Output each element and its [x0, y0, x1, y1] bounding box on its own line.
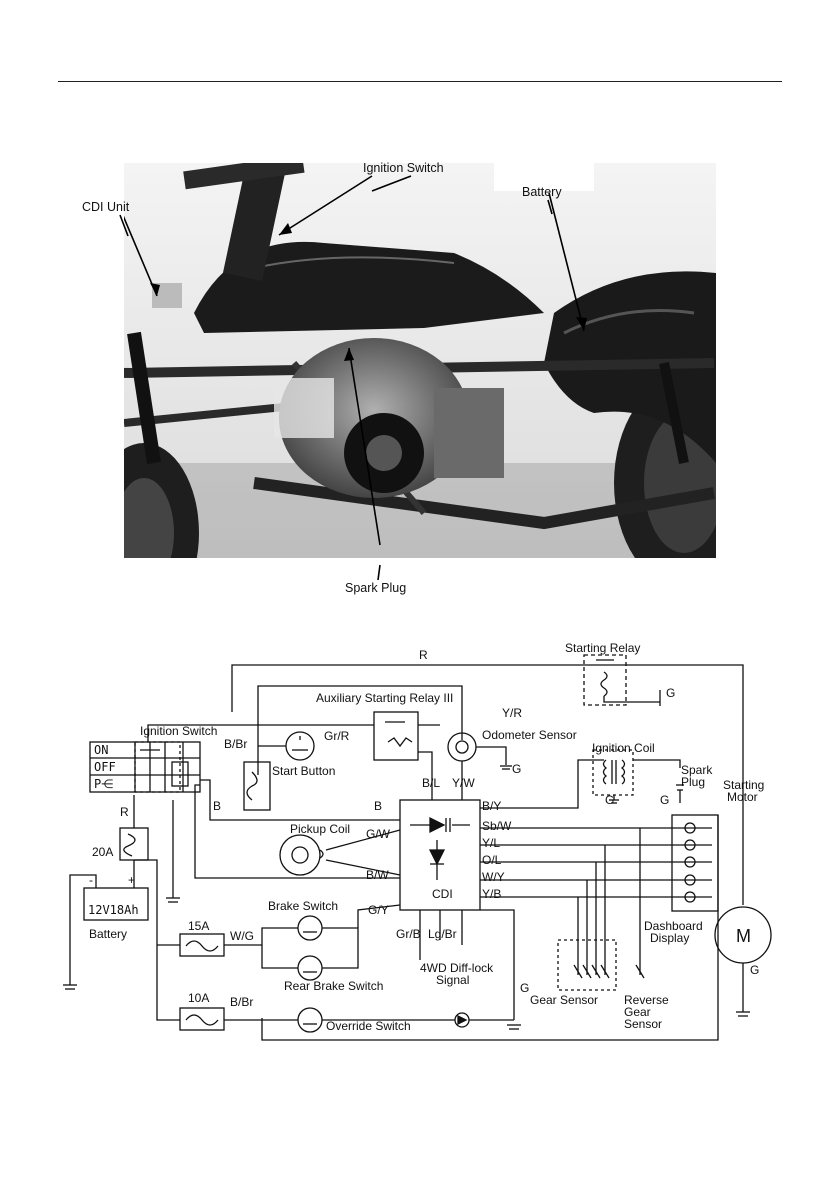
ground-coil: G: [605, 793, 614, 807]
brake-switch-label: Brake Switch: [268, 899, 338, 913]
override-switch-label: Override Switch: [326, 1019, 411, 1033]
ignition-switch-label: Ignition Switch: [140, 724, 217, 738]
wire-sb-w: Sb/W: [482, 819, 512, 833]
ground-odo: G: [512, 762, 521, 776]
spark-plug-label: Spark Plug: [345, 581, 406, 595]
starting-relay-label: Starting Relay: [565, 641, 640, 655]
wire-y-w: Y/W: [452, 776, 475, 790]
reverse-label-3: Sensor: [624, 1017, 662, 1031]
wire-gr-r: Gr/R: [324, 729, 350, 743]
battery-label: Battery: [522, 185, 562, 199]
wire-g-w: G/W: [366, 827, 391, 841]
battery-label: Battery: [89, 927, 127, 941]
dashboard-label-1: Dashboard: [644, 919, 703, 933]
fuse-20a-label: 20A: [92, 845, 113, 859]
wire-r-top: R: [419, 648, 428, 662]
battery-pos-terminal: +: [128, 873, 135, 887]
wire-b-br-2: B/Br: [230, 995, 253, 1009]
wire-b-y: B/Y: [482, 799, 501, 813]
spark-label-1: Spark: [681, 763, 713, 777]
wire-b-w: B/W: [366, 868, 389, 882]
rear-brake-switch-label: Rear Brake Switch: [284, 979, 383, 993]
starting-motor-label-1: Starting: [723, 778, 764, 792]
wire-gr-b: Gr/B: [396, 927, 421, 941]
cdi-callout-line: [124, 215, 158, 297]
starting-motor-label-2: Motor: [727, 790, 758, 804]
switch-pos-on: ON: [94, 743, 108, 757]
fuse-15a-label: 15A: [188, 919, 209, 933]
odometer-label: Odometer Sensor: [482, 728, 577, 742]
ignition-coil: [592, 749, 634, 796]
wiring-diagram: Starting Relay R G Auxiliary Starting Re…: [63, 641, 772, 1041]
wire-y-l: Y/L: [482, 836, 500, 850]
rear-brake-switch: [297, 955, 323, 981]
wire-g-y: G/Y: [368, 903, 389, 917]
wire-y-r: Y/R: [502, 706, 522, 720]
switch-pos-p: P⋲: [94, 777, 113, 791]
ground-plug: G: [660, 793, 669, 807]
wire-b-br-1: B/Br: [224, 737, 247, 751]
gear-sensor-label: Gear Sensor: [530, 993, 598, 1007]
photo-label-layer: CDI Unit Ignition Switch Battery Spark P…: [82, 161, 562, 595]
wire-lg-br: Lg/Br: [428, 927, 457, 941]
reverse-label-2: Gear: [624, 1005, 651, 1019]
switch-pos-off: OFF: [94, 760, 116, 774]
battery-box: [83, 887, 149, 921]
wire-w-g: W/G: [230, 929, 254, 943]
ignition-switch-block: [89, 741, 201, 793]
brake-switch: [297, 915, 323, 941]
battery-neg-terminal: -: [89, 873, 93, 887]
header-rule: [58, 81, 782, 82]
spark-label-2: Plug: [681, 775, 705, 789]
ignition-coil-label: Ignition Coil: [592, 741, 655, 755]
ignition-switch-label: Ignition Switch: [363, 161, 444, 175]
cdi-unit-label: CDI Unit: [82, 200, 130, 214]
fuse-10a: [179, 1007, 225, 1031]
wire-y-b: Y/B: [482, 887, 501, 901]
wire-b-2: B: [374, 799, 382, 813]
ground-relay: G: [666, 686, 675, 700]
wire-r-fuse: R: [120, 805, 129, 819]
wire-b-l: B/L: [422, 776, 440, 790]
cdi-label: CDI: [432, 887, 453, 901]
fuse-10a-label: 10A: [188, 991, 209, 1005]
wire-o-l: O/L: [482, 853, 502, 867]
wire-b-1: B: [213, 799, 221, 813]
override-switch: [297, 1007, 323, 1033]
wire-w-y: W/Y: [482, 870, 505, 884]
battery-rating: 12V18Ah: [88, 903, 139, 917]
aux-relay-label: Auxiliary Starting Relay III: [316, 691, 453, 705]
starting-relay: [583, 654, 627, 706]
reverse-label-1: Reverse: [624, 993, 669, 1007]
ground-cdi: G: [520, 981, 529, 995]
pickup-coil: [279, 834, 321, 876]
start-button-label: Start Button: [272, 764, 335, 778]
diff-lock-label-1: 4WD Diff-lock: [420, 961, 494, 975]
diff-lock-label-2: Signal: [436, 973, 469, 987]
dashboard-label-2: Display: [650, 931, 689, 945]
atv-engine-photo: [124, 163, 716, 580]
ground-motor: G: [750, 963, 759, 977]
aux-starting-relay: [373, 711, 419, 761]
pickup-coil-label: Pickup Coil: [290, 822, 350, 836]
motor-symbol: M: [736, 926, 751, 946]
